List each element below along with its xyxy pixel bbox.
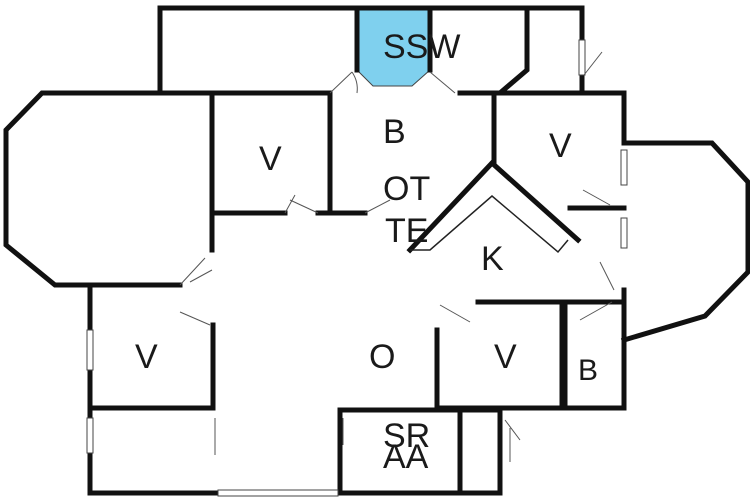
label-b-right: B — [578, 354, 598, 387]
kitchen-counter — [410, 195, 569, 254]
label-v-left: V — [135, 338, 158, 376]
label-sr: SR — [383, 417, 430, 455]
label-b-top: B — [383, 113, 406, 151]
label-v-center: V — [494, 338, 517, 376]
door-v-center — [439, 304, 471, 323]
window-left-a — [86, 329, 94, 371]
door-b-right-b — [579, 301, 613, 321]
door-ot — [364, 199, 391, 214]
label-v-top-right: V — [549, 127, 572, 165]
right-bay-wall — [620, 140, 750, 344]
window-bottom — [217, 489, 339, 497]
door-b-right-a — [599, 261, 615, 291]
wall-v-center — [434, 299, 565, 411]
door-ssw-left — [329, 71, 358, 94]
outer-wall-bottom — [337, 405, 503, 496]
door-top-right — [583, 51, 603, 76]
wall-sr-block — [337, 407, 463, 496]
left-bay-wall — [3, 90, 215, 288]
door-aa — [504, 419, 521, 462]
door-ssw-right — [429, 71, 456, 94]
window-left-b — [86, 417, 94, 454]
label-v-top-left: V — [259, 140, 282, 178]
door-v-left — [179, 311, 211, 326]
label-ssw: SSW — [383, 28, 460, 66]
label-o: O — [369, 338, 395, 376]
label-k: K — [481, 240, 504, 278]
window-right-a — [620, 149, 628, 186]
door-v-top-right — [582, 189, 611, 206]
wall-top-right-room — [493, 5, 588, 96]
window-top-right — [578, 39, 586, 76]
outer-wall-left — [87, 282, 183, 496]
door-left-bay — [179, 257, 213, 286]
door-v-top-left — [284, 194, 319, 214]
label-ot: OT — [383, 170, 430, 208]
window-right-b — [620, 217, 628, 249]
label-te: TE — [385, 212, 428, 250]
label-aa: AA — [383, 438, 429, 476]
outer-wall-right — [562, 287, 627, 411]
kitchen-wall-diagonal — [406, 159, 582, 254]
